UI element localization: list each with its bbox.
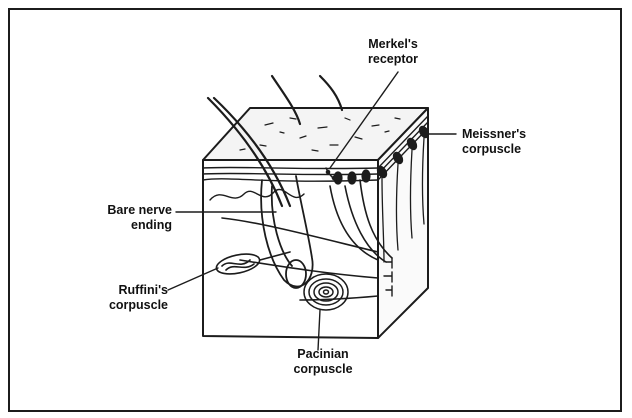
skin-block <box>203 108 428 338</box>
label-pacinian-corpuscle: Pacinian corpuscle <box>278 347 368 377</box>
label-merkels-receptor-line2: receptor <box>368 52 418 67</box>
label-meissners-corpuscle: Meissner's corpuscle <box>462 127 526 157</box>
label-meissners-corpuscle-line2: corpuscle <box>462 142 526 157</box>
label-ruffinis-corpuscle: Ruffini's corpuscle <box>92 283 168 313</box>
label-pacinian-corpuscle-line2: corpuscle <box>278 362 368 377</box>
label-pacinian-corpuscle-line1: Pacinian <box>278 347 368 362</box>
label-meissners-corpuscle-line1: Meissner's <box>462 127 526 142</box>
label-bare-nerve-ending: Bare nerve ending <box>92 203 172 233</box>
label-ruffinis-corpuscle-line2: corpuscle <box>92 298 168 313</box>
label-bare-nerve-ending-line1: Bare nerve <box>92 203 172 218</box>
label-ruffinis-corpuscle-line1: Ruffini's <box>92 283 168 298</box>
label-merkels-receptor: Merkel's receptor <box>368 37 418 67</box>
label-merkels-receptor-line1: Merkel's <box>368 37 418 52</box>
label-bare-nerve-ending-line2: ending <box>92 218 172 233</box>
